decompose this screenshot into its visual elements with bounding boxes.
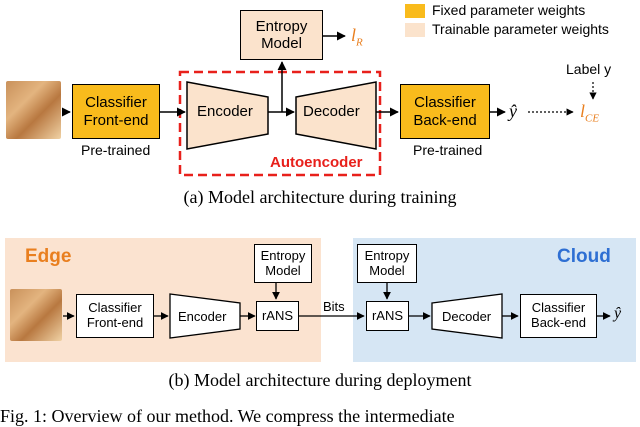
train-classifier-back-end: Classifier Back-end xyxy=(400,84,490,139)
train-entropy-model: Entropy Model xyxy=(240,10,323,60)
train-loss-r-subscript: R xyxy=(356,36,363,49)
autoencoder-dashed-box xyxy=(178,70,382,177)
legend-swatch-fixed xyxy=(405,4,425,18)
train-decoder-label: Decoder xyxy=(303,103,360,120)
deploy-encoder-shape xyxy=(169,293,241,339)
cloud-title: Cloud xyxy=(557,246,611,267)
figure-caption: Fig. 1: Overview of our method. We compr… xyxy=(0,406,455,426)
deploy-rans-cloud: rANS xyxy=(366,301,409,331)
train-loss-r: lR xyxy=(351,25,363,49)
train-loss-ce-subscript: CE xyxy=(585,112,600,125)
train-decoder-shape xyxy=(295,81,377,150)
train-autoencoder-label: Autoencoder xyxy=(270,154,363,171)
train-classifier-front-end: Classifier Front-end xyxy=(72,84,160,139)
cat-image-deployment xyxy=(10,289,62,341)
train-pretrained-front: Pre-trained xyxy=(81,142,151,158)
legend-trainable-label: Trainable parameter weights xyxy=(432,21,609,37)
train-loss-ce-symbol: l xyxy=(580,101,586,121)
deploy-decoder-label: Decoder xyxy=(442,309,492,324)
deploy-classifier-back-end: Classifier Back-end xyxy=(520,294,597,338)
train-encoder-shape xyxy=(186,81,269,150)
train-y-hat: ŷ xyxy=(509,101,517,121)
deploy-bits-label: Bits xyxy=(323,299,345,314)
deploy-edge-entropy-model: Entropy Model xyxy=(254,244,312,283)
cat-image-training xyxy=(6,81,61,139)
training-caption: (a) Model architecture during training xyxy=(183,187,457,207)
train-label-y: Label y xyxy=(566,61,612,77)
deploy-rans-edge: rANS xyxy=(256,301,299,331)
deploy-encoder-label: Encoder xyxy=(178,309,227,324)
train-loss-ce: lCE xyxy=(580,101,599,125)
legend-swatch-trainable xyxy=(405,23,425,37)
deploy-cloud-entropy-model: Entropy Model xyxy=(357,244,417,283)
deploy-y-hat: ŷ xyxy=(614,305,622,322)
deploy-decoder-shape xyxy=(431,293,503,339)
train-pretrained-back: Pre-trained xyxy=(413,142,483,158)
train-encoder-label: Encoder xyxy=(197,103,253,120)
deployment-caption: (b) Model architecture during deployment xyxy=(168,370,472,390)
deploy-classifier-front-end: Classifier Front-end xyxy=(76,294,154,338)
train-loss-r-symbol: l xyxy=(351,25,357,45)
legend-fixed-label: Fixed parameter weights xyxy=(432,2,586,18)
edge-title: Edge xyxy=(25,246,72,267)
